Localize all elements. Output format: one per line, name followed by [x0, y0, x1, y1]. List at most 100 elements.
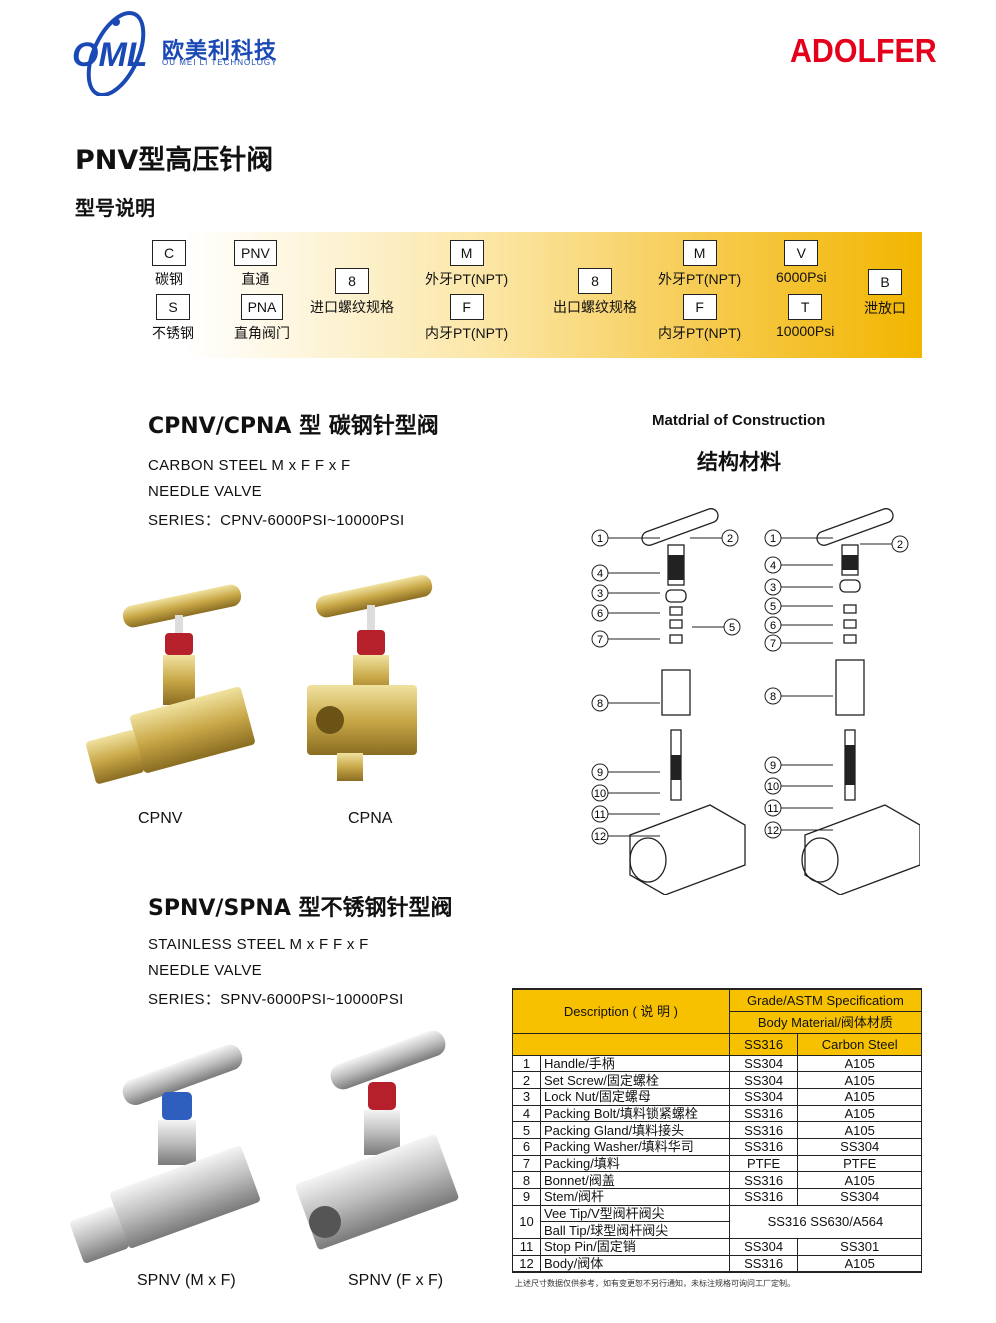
row-carbon-steel: SS301 [797, 1238, 922, 1256]
svg-text:9: 9 [597, 767, 603, 779]
stainless-valve-images [70, 1030, 459, 1264]
model-code-label: 内牙PT(NPT) [425, 325, 509, 341]
model-code: M 外牙PT(NPT) [425, 240, 508, 289]
row-description: Packing/填料 [540, 1154, 730, 1173]
row-description: Ball Tip/球型阀杆阀尖 [540, 1221, 730, 1240]
model-code-label: 10000Psi [776, 323, 835, 339]
row-material: SS316 SS630/A564 [728, 1204, 923, 1240]
svg-text:4: 4 [597, 568, 603, 580]
callout-left_callouts: 5 [692, 618, 741, 636]
caption-spnv-mxf: SPNV (M x F) [137, 1272, 236, 1289]
svg-text:6: 6 [770, 620, 776, 632]
svg-text:12: 12 [594, 831, 606, 843]
row-ss316: SS316 [728, 1137, 799, 1156]
svg-text:4: 4 [770, 560, 776, 572]
row-ss316: SS304 [728, 1087, 799, 1106]
row-description: Body/阀体 [540, 1254, 730, 1273]
callout-right_callouts: 10 [764, 777, 833, 795]
model-code-box: 8 [578, 268, 612, 294]
brand-name: ADOLFER [790, 32, 937, 69]
model-code-box: M [682, 240, 717, 266]
company-name-en: OU MEI LI TECHNOLOGY [162, 58, 278, 67]
callout-left_callouts: 4 [591, 564, 660, 582]
svg-text:8: 8 [597, 698, 603, 710]
model-code-label: 进口螺纹规格 [310, 299, 394, 315]
model-code-label: 外牙PT(NPT) [425, 271, 509, 287]
model-code: PNV 直通 [234, 240, 277, 289]
header-carbon-steel: Carbon Steel [797, 1032, 922, 1056]
row-description: Stem/阀杆 [540, 1188, 730, 1206]
cpna-valve-image [307, 575, 433, 781]
callout-left_callouts: 10 [591, 784, 660, 802]
stainless-line: SERIES：SPNV-6000PSI~10000PSI [148, 991, 404, 1008]
row-number: 1 [512, 1054, 541, 1073]
model-code: M 外牙PT(NPT) [658, 240, 741, 289]
row-carbon-steel: SS304 [797, 1137, 922, 1156]
stainless-line: STAINLESS STEEL M x F F x F [148, 936, 369, 953]
row-carbon-steel: A105 [797, 1121, 922, 1139]
row-description: Packing Bolt/填料锁紧螺栓 [540, 1104, 730, 1123]
model-section-title: 型号说明 [75, 196, 155, 220]
carbon-line: SERIES：CPNV-6000PSI~10000PSI [148, 512, 405, 529]
row-carbon-steel: SS304 [797, 1188, 922, 1206]
model-code-box: V [784, 240, 819, 266]
row-ss316: SS304 [728, 1071, 799, 1089]
row-description: Lock Nut/固定螺母 [540, 1087, 730, 1106]
caption-cpnv: CPNV [138, 810, 183, 827]
svg-text:3: 3 [597, 588, 603, 600]
callout-left_callouts: 1 [591, 529, 660, 547]
model-code-label: 6000Psi [776, 269, 827, 285]
svg-text:2: 2 [727, 533, 733, 545]
svg-text:12: 12 [767, 825, 779, 837]
row-carbon-steel: A105 [797, 1104, 922, 1123]
materials-table: Description ( 说 明 )Grade/ASTM Specificat… [512, 988, 923, 1273]
row-number: 8 [512, 1171, 541, 1189]
model-code-box: 8 [335, 268, 369, 294]
model-code-box: F [682, 294, 717, 320]
callout-right_callouts: 12 [764, 821, 833, 839]
model-code-box: PNV [234, 240, 277, 266]
header-grade: Grade/ASTM Specificatiom [728, 988, 923, 1012]
model-code-label: 外牙PT(NPT) [658, 271, 742, 287]
svg-text:3: 3 [770, 582, 776, 594]
model-code-box: M [449, 240, 484, 266]
svg-text:10: 10 [767, 781, 779, 793]
row-description: Packing Gland/填料接头 [540, 1121, 730, 1139]
svg-text:11: 11 [767, 803, 778, 815]
page-title: PNV型高压针阀 [75, 145, 274, 176]
model-code-label: 碳钢 [155, 271, 183, 287]
svg-text:1: 1 [770, 533, 776, 545]
carbon-section-title: CPNV/CPNA 型 碳钢针型阀 [148, 414, 439, 439]
row-carbon-steel: PTFE [797, 1154, 922, 1173]
row-ss316: SS316 [728, 1121, 799, 1139]
model-code-label: 直通 [241, 271, 270, 287]
svg-text:11: 11 [594, 809, 605, 821]
construction-title-cn: 结构材料 [697, 450, 781, 474]
callout-right_callouts: 9 [764, 756, 833, 774]
row-ss316: SS316 [728, 1104, 799, 1123]
svg-text:9: 9 [770, 760, 776, 772]
callout-right_callouts: 7 [764, 634, 833, 652]
row-number: 11 [512, 1238, 541, 1256]
row-carbon-steel: A105 [797, 1254, 922, 1273]
spnv-fxf-valve-image [295, 1030, 459, 1250]
header-body-material: Body Material/阀体材质 [728, 1010, 923, 1034]
svg-text:7: 7 [770, 638, 776, 650]
svg-text:7: 7 [597, 634, 603, 646]
model-code: 8 进口螺纹规格 [310, 268, 394, 317]
callout-left_callouts: 7 [591, 630, 660, 648]
caption-spnv-fxf: SPNV (F x F) [348, 1272, 444, 1289]
callout-left_callouts: 9 [591, 763, 660, 781]
